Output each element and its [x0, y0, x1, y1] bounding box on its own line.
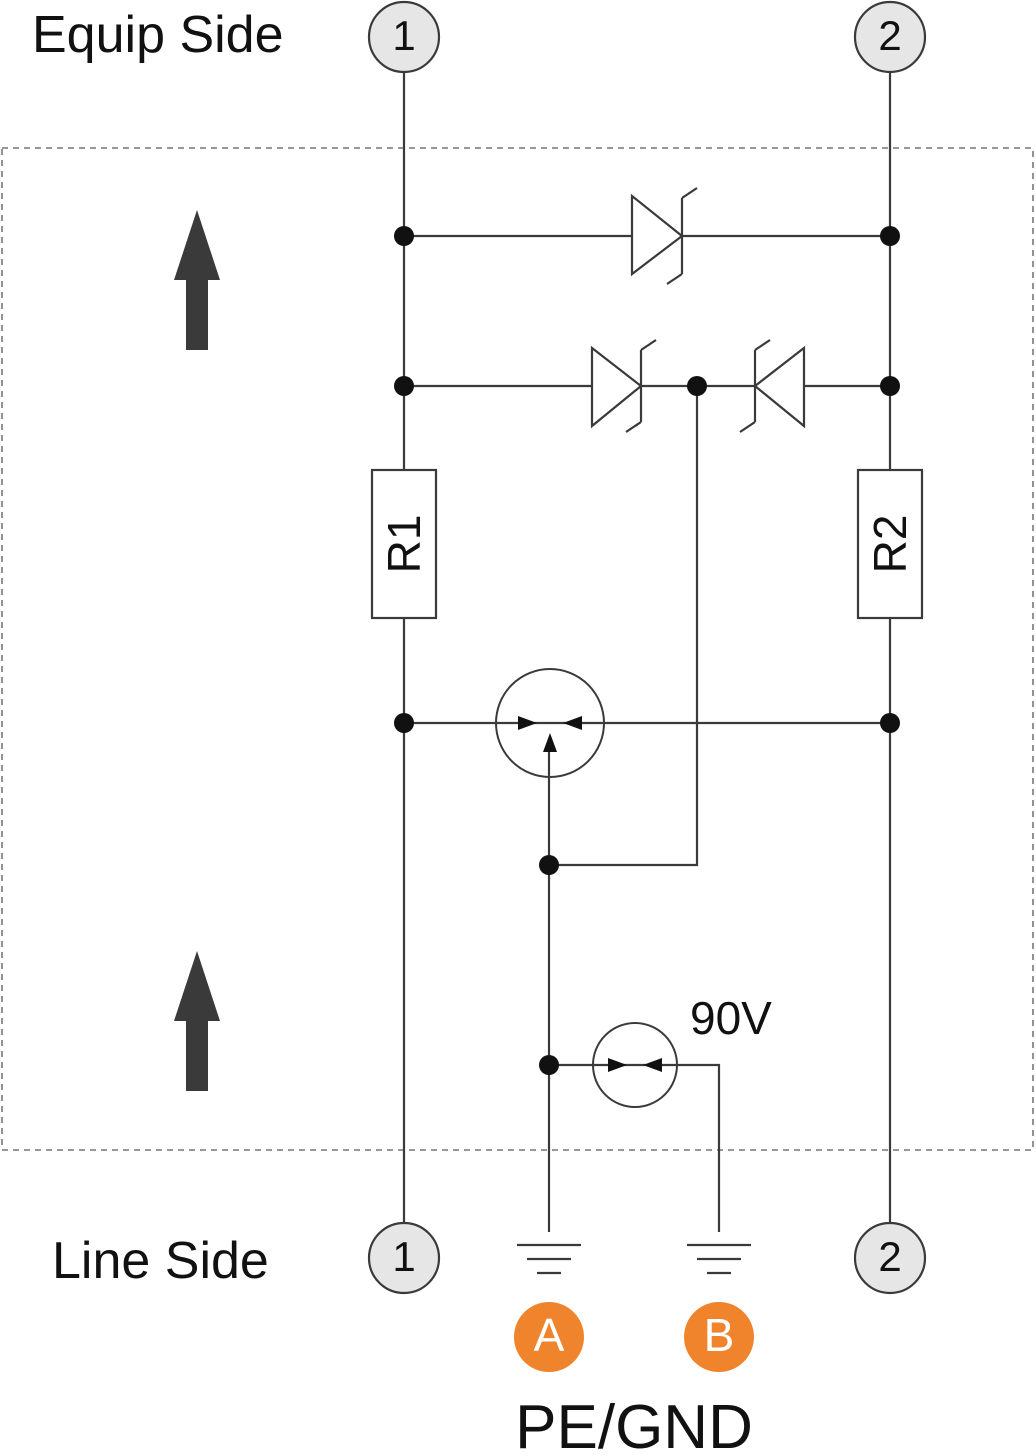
svg-text:2: 2 [878, 1233, 901, 1280]
resistor-r2: R2 [856, 468, 924, 620]
voltage-label: 90V [690, 992, 772, 1044]
resistor-r2-label: R2 [864, 515, 916, 574]
tvs-diode-left [590, 339, 657, 433]
terminal-line-2: 2 [853, 1221, 927, 1295]
line-side-label: Line Side [52, 1232, 269, 1290]
resistor-r1-label: R1 [378, 515, 430, 574]
resistor-r1: R1 [370, 468, 438, 620]
ground-badge-b: B [684, 1302, 754, 1372]
arrow-up-icon [174, 210, 220, 350]
tvs-diode-top [630, 187, 698, 285]
tvs-diode-right [739, 339, 806, 433]
terminal-equip-1: 1 [367, 0, 441, 74]
ground-symbol-a [517, 1243, 581, 1275]
svg-text:2: 2 [878, 12, 901, 59]
center-tap-wire [549, 386, 699, 867]
svg-text:1: 1 [392, 1233, 415, 1280]
arrow-up-icon [174, 951, 220, 1091]
equip-side-label: Equip Side [32, 6, 284, 64]
svg-text:B: B [704, 1309, 735, 1361]
terminal-line-1: 1 [367, 1221, 441, 1295]
terminal-equip-2: 2 [853, 0, 927, 74]
gas-discharge-tube-90v [592, 1022, 678, 1108]
module-boundary [1, 147, 1034, 1151]
gdt-90v-right-wire [676, 1063, 721, 1232]
junction-dots [394, 226, 900, 1075]
ground-badge-a: A [514, 1302, 584, 1372]
pe-gnd-label: PE/GND [515, 1393, 753, 1456]
svg-text:1: 1 [392, 12, 415, 59]
ground-symbol-b [687, 1243, 751, 1275]
svg-text:A: A [534, 1309, 565, 1361]
